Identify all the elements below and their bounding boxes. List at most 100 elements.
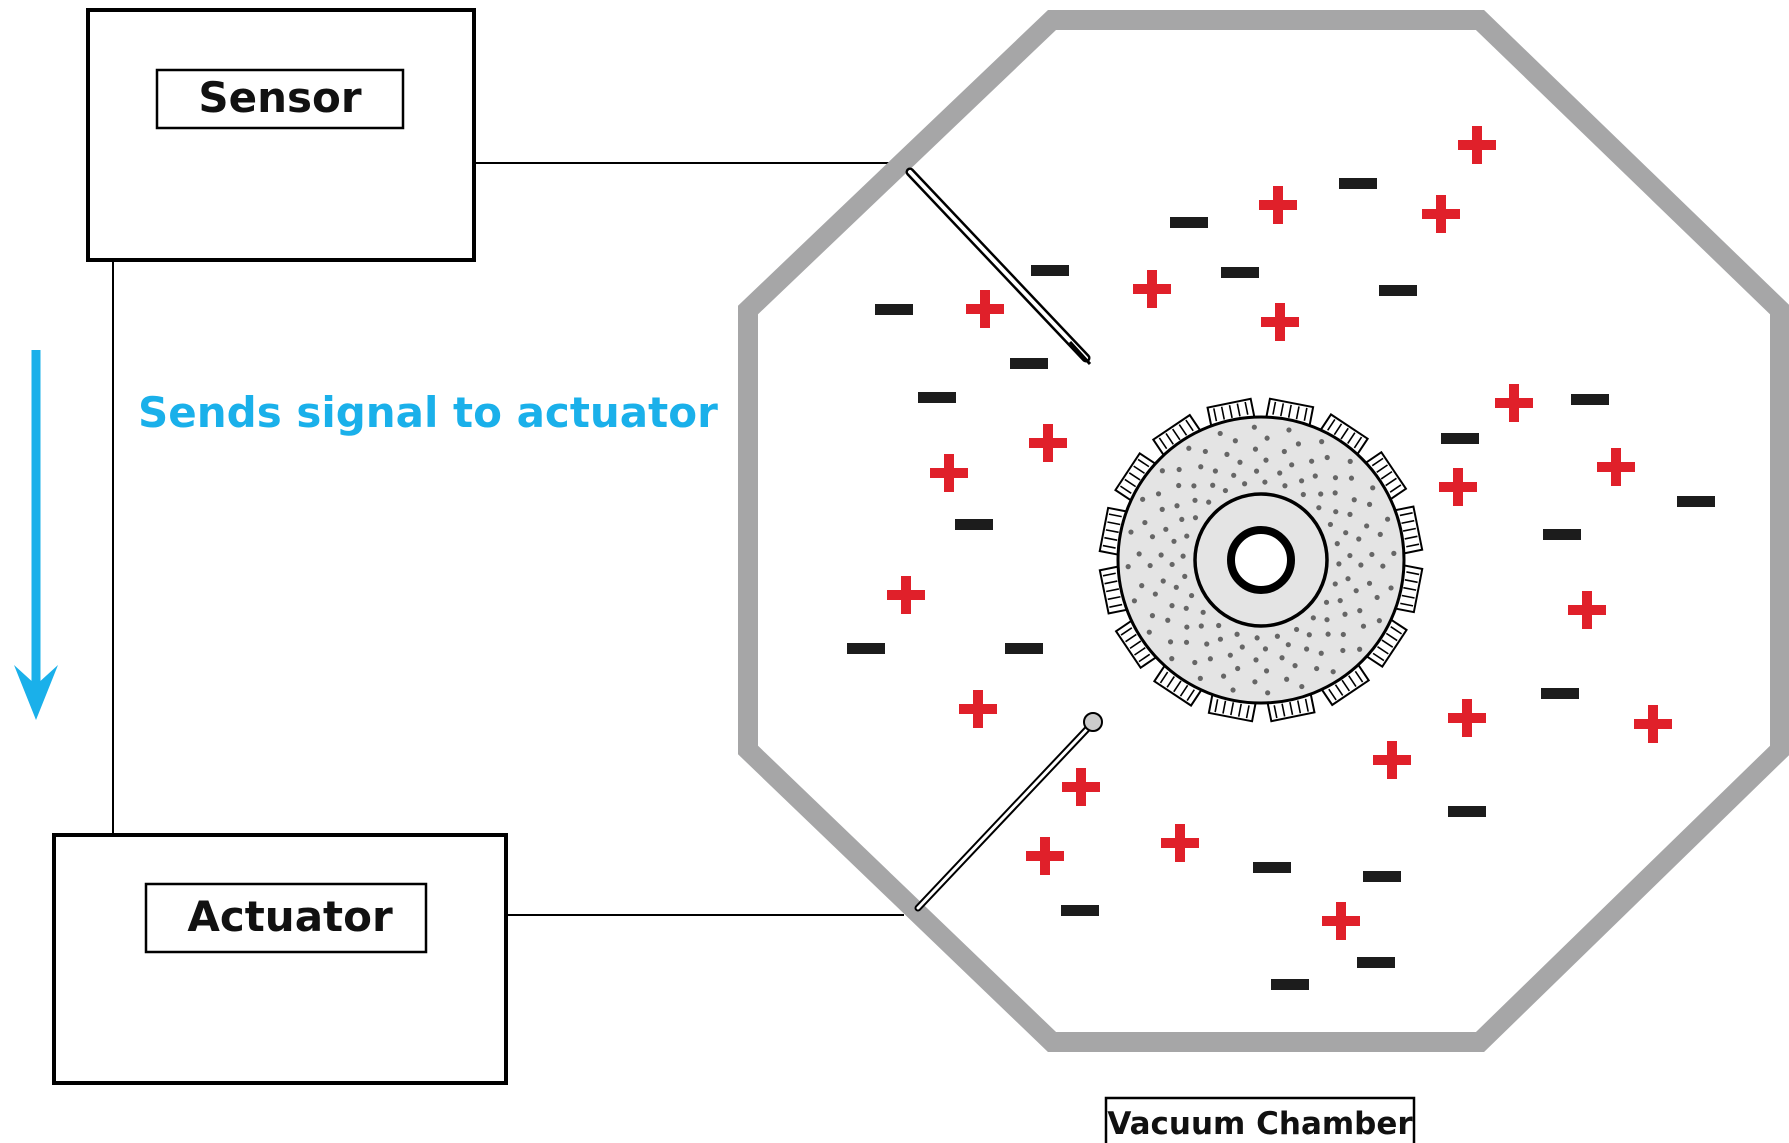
wafer-dot [1142,519,1148,526]
wafer-dot [1369,551,1375,558]
negative-charge [1571,394,1609,405]
wafer-dot [1163,526,1169,532]
wafer-dot [1169,603,1175,609]
wafer-dot [1360,623,1367,629]
positive-charge [1322,902,1360,940]
wafer-dot [1343,530,1349,536]
positive-charge [1568,591,1606,629]
wafer-dot [1340,647,1346,654]
sensor-box [86,8,476,262]
wafer-dot [1140,496,1146,502]
positive-charge [1597,448,1635,486]
wafer-dot [1263,668,1270,674]
wafer-dot [1227,652,1233,658]
wafer-dot [1235,665,1241,672]
wafer-dot [1281,448,1287,455]
wafer-dot [1282,483,1288,489]
wafer-dot [1155,491,1162,497]
negative-charge [1061,905,1099,916]
wafer-dot [1340,631,1346,638]
wafer-dot [1357,646,1363,652]
positive-charge [1495,384,1533,422]
wafer-dot [1217,636,1224,642]
vacuum-chamber-label-frame [1104,1096,1416,1143]
wafer-dot [1174,503,1180,509]
wafer-dot [1237,459,1243,465]
charge-particles [847,126,1715,990]
wafer-dot [1306,632,1312,638]
wafer-dot [1332,490,1338,496]
wafer-dot [1207,656,1213,662]
wafer-dot [1279,655,1285,661]
wafer-dot [1176,482,1182,489]
wafer-dot [1212,468,1218,474]
negative-charge [1543,529,1581,540]
wafer-dot [1388,585,1394,591]
positive-charge [1029,424,1067,462]
positive-charge [1062,768,1100,806]
negative-charge [1448,806,1486,817]
wafer-dot [1289,462,1295,468]
wafer-dot [1286,427,1292,433]
positive-charge [1133,270,1171,308]
wafer-dot [1342,611,1348,617]
negative-charge [1379,285,1417,296]
positive-charge [1439,468,1477,506]
wafer-dot [1377,531,1383,537]
wafer-dot [1198,623,1204,629]
wafer-dot [1169,561,1175,568]
wafer-dot [1332,581,1338,587]
wafer-dot [1182,573,1188,579]
wafer-dot [1230,687,1236,693]
actuator-label-frame [144,882,428,954]
sensor-probe [905,167,1092,366]
wafer-dot [1263,457,1269,463]
positive-charge [1373,741,1411,779]
positive-charge [1026,837,1064,875]
positive-charge [1261,303,1299,341]
wafer-dot [1254,635,1260,641]
actuator-block: Actuator [52,833,508,1085]
wafer-dot [1197,675,1203,681]
wafer-dot [1128,529,1134,535]
wafer-dot [1262,479,1268,485]
negative-charge [1010,358,1048,369]
wafer-dot [1318,650,1324,656]
wafer-dot [1252,446,1259,452]
wafer-dot [1351,497,1357,503]
positive-charge [1161,824,1199,862]
wafer-dot [1312,473,1318,479]
wafer-dot [1204,641,1210,647]
wafer-dot [1183,639,1190,645]
wafer-dot [1366,580,1373,586]
wafer-dot [1232,438,1238,444]
wafer-dot [1356,536,1362,542]
wafer-dot [1169,656,1175,662]
positive-charge [887,576,925,614]
actuator-probe [914,712,1103,912]
wafer-dot [1159,468,1165,474]
wafer-dot [1159,506,1165,512]
wafer-dot [1316,505,1322,511]
wafer-dot [1192,497,1198,503]
wafer-dot [1184,533,1190,539]
negative-charge [1271,979,1309,990]
wafer-dot [1264,435,1270,441]
wafer-dot [1252,679,1258,685]
positive-charge [1422,195,1460,233]
wafer-dot [1299,683,1305,690]
wafer-dot [1347,552,1353,559]
wafer-dot [1336,561,1342,567]
wafer-dot [1298,478,1305,484]
wafer-dot [1334,541,1340,547]
positive-charge [1259,186,1297,224]
actuator-label: Actuator [187,892,393,941]
wafer-dot [1304,646,1310,652]
wafer-dot [1366,501,1373,507]
wafer-dot [1348,475,1355,481]
wafer-dot [1265,690,1271,696]
wafer-dot [1149,534,1156,540]
wafer-dot [1171,538,1177,544]
negative-charge [1005,643,1043,654]
wafer-dot [1146,629,1152,635]
